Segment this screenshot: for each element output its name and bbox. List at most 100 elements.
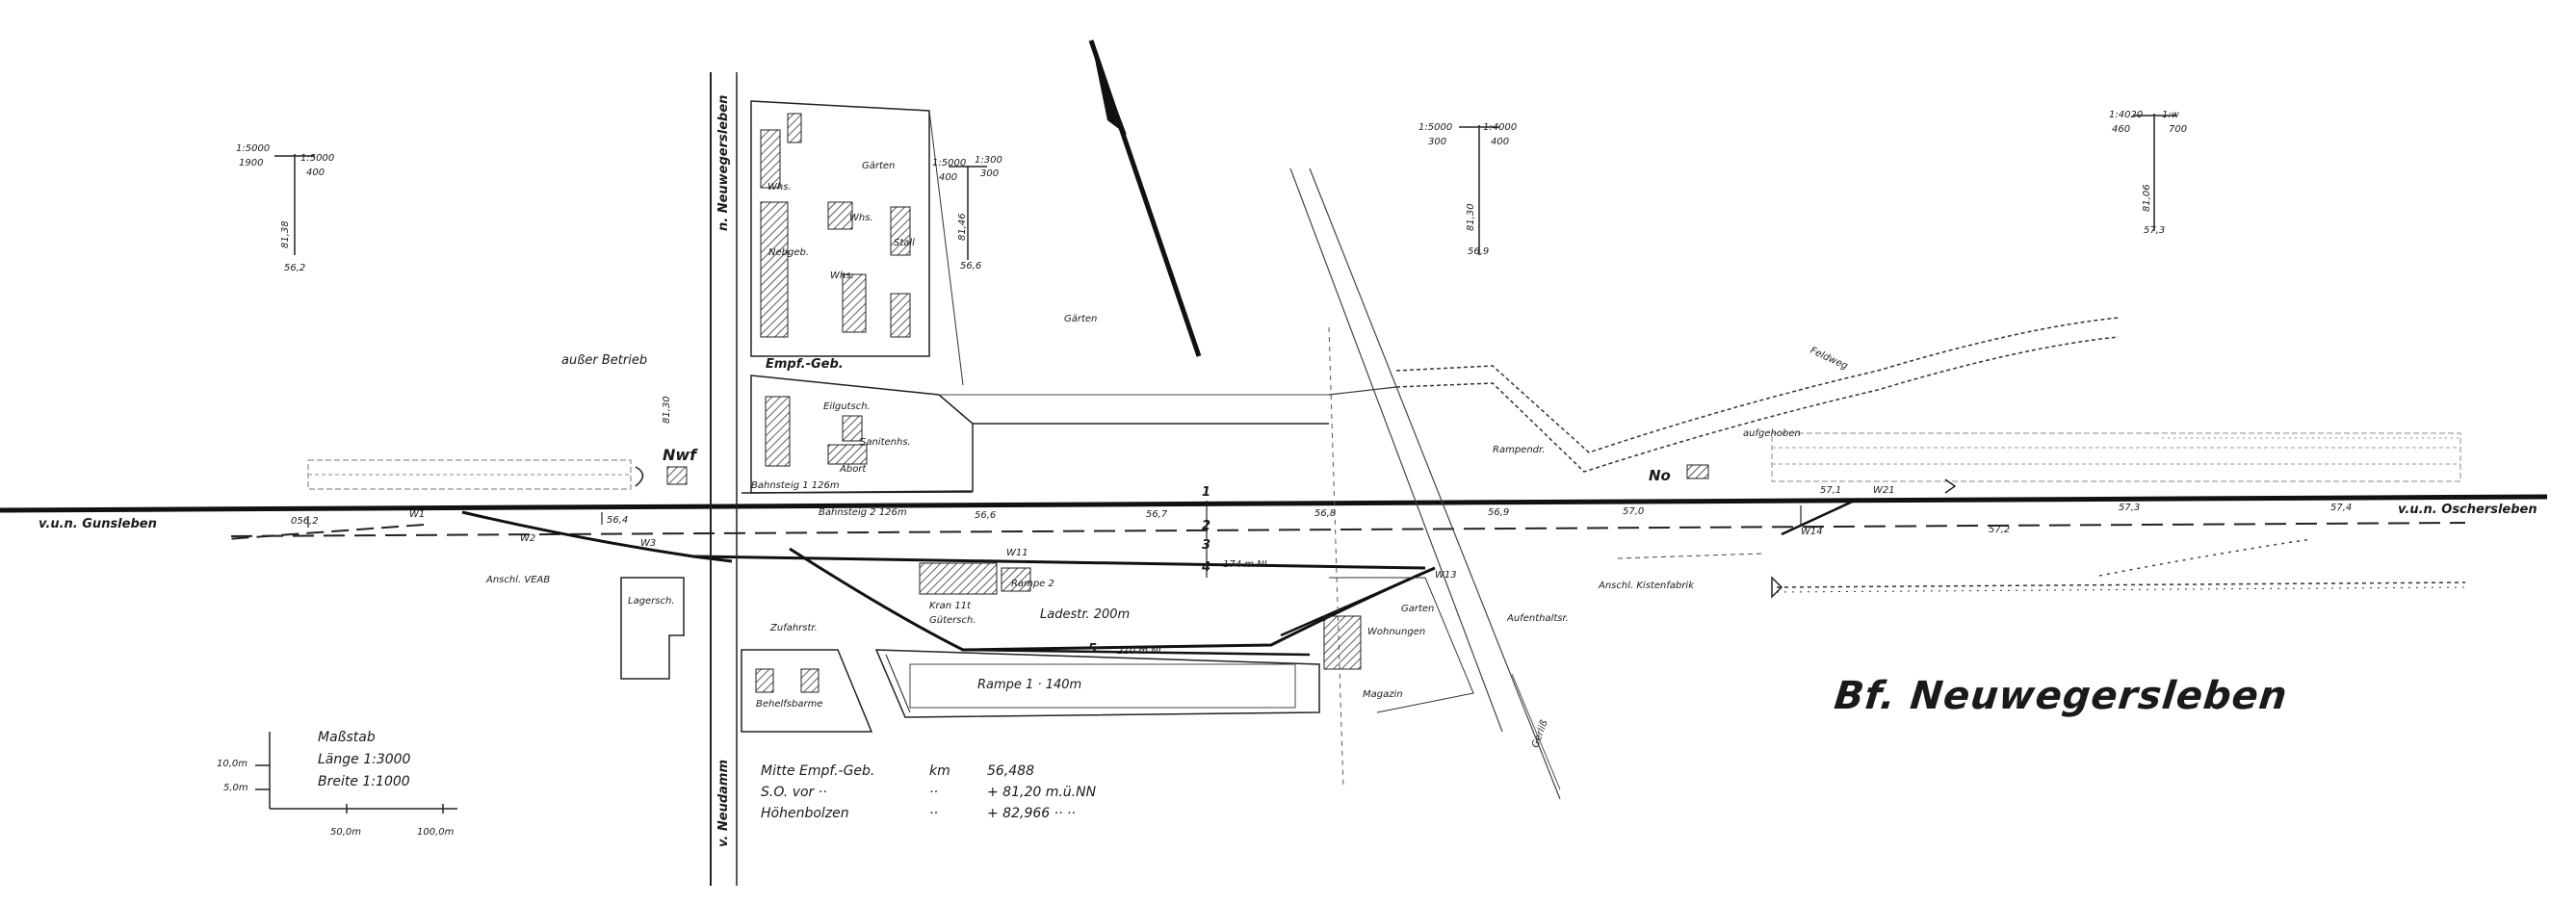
eilgutsch xyxy=(765,396,791,467)
switch-label: W21 xyxy=(1873,485,1895,496)
aufenthalt-label: Aufenthaltsr. xyxy=(1507,613,1569,624)
behelfsbarme-label: Behelfsbarme xyxy=(756,699,823,710)
gutersch-label: Gütersch. xyxy=(929,615,976,626)
behelfsbarme-area xyxy=(741,649,873,733)
bahnsteig1-label: Bahnsteig 1 126m xyxy=(751,480,840,491)
gradient-length: 300 xyxy=(1428,137,1447,147)
nwf-building xyxy=(666,466,688,485)
gradient-ratio: 1:300 xyxy=(975,155,1002,166)
zufahrstr-label: Zufahrstr. xyxy=(770,623,818,633)
no-building xyxy=(1686,464,1709,479)
switch-label: W11 xyxy=(1006,548,1028,558)
track-number: 4 xyxy=(1202,560,1211,575)
platform-track-2 xyxy=(230,522,2466,537)
km-mark: 56,4 xyxy=(607,515,629,526)
siding-short xyxy=(225,524,425,540)
loading-track xyxy=(962,648,1311,657)
gradient-height: 81,38 xyxy=(280,220,291,248)
rampe-1 xyxy=(874,649,1320,718)
track-number: 3 xyxy=(1202,538,1211,553)
scale-length: Länge 1:3000 xyxy=(318,752,411,767)
track-number: 2 xyxy=(1202,519,1211,533)
km-mark: 56,6 xyxy=(975,510,997,521)
feldweg-road xyxy=(1395,317,2120,453)
gradient-length: 400 xyxy=(1491,137,1510,147)
gradient-marker-1 xyxy=(274,154,315,255)
nutzlaenge2-label: 210 m NL xyxy=(1117,646,1164,657)
scale-bar xyxy=(255,732,457,814)
km-mark: 056,2 xyxy=(291,516,319,527)
km-mark: 57,4 xyxy=(2330,503,2353,513)
whs-label-3: Whs. xyxy=(849,213,873,223)
gradient-marker-2 xyxy=(949,166,987,260)
gradient-height: 81,46 xyxy=(957,213,968,241)
km-mark: 56,8 xyxy=(1314,508,1337,519)
kistenfabrik-siding-rails xyxy=(1776,586,2466,593)
wohnung-label: Wohnungen xyxy=(1367,627,1426,637)
rampe1-label: Rampe 1 · 140m xyxy=(977,678,1082,692)
rampe2-label: Rampe 2 xyxy=(1011,579,1054,589)
gutersch-building xyxy=(919,562,998,595)
gradient-km: 56,9 xyxy=(1468,246,1490,257)
gradient-ratio: 1:4000 xyxy=(1483,122,1518,133)
stall-label: Stall xyxy=(894,238,915,248)
gradient-ratio: 1:4020 xyxy=(2109,110,2144,120)
garten-right-label: Garten xyxy=(1401,604,1435,614)
magazin-label: Magazin xyxy=(1363,689,1403,700)
gradient-length: 460 xyxy=(2112,124,2131,135)
switch-label: W13 xyxy=(1435,570,1457,581)
note-row: Höhenbolzen··+ 82,966 ·· ·· xyxy=(761,806,1076,821)
ladestr-label: Ladestr. 200m xyxy=(1040,607,1131,622)
note-row: S.O. vor ····+ 81,20 m.ü.NN xyxy=(761,785,1097,800)
gradient-ratio: 1:5000 xyxy=(1418,122,1453,133)
gradient-marker-4 xyxy=(2133,114,2176,231)
diagonal-road-1 xyxy=(1289,168,1503,733)
track-number: 1 xyxy=(1202,485,1211,500)
gradient-marker-3 xyxy=(1459,125,1499,255)
station-title: Bf. Neuwegersleben xyxy=(1832,674,2290,718)
whs-label-2: Whs. xyxy=(830,271,854,281)
nutzlaenge1-label: 174 m NL xyxy=(1223,559,1270,570)
gradient-length: 400 xyxy=(306,168,325,178)
km-mark: 57,1 xyxy=(1820,485,1842,496)
eilgutsch-label: Eilgutsch. xyxy=(823,401,871,412)
switch-label: W14 xyxy=(1801,527,1823,537)
gradient-km: 57,3 xyxy=(2144,225,2166,236)
switch-label: W3 xyxy=(640,538,657,549)
right-crossover xyxy=(1781,497,1860,536)
nebengeb-label: Nebgeb. xyxy=(768,247,810,258)
reception-area xyxy=(750,375,974,494)
km-mark: 57,3 xyxy=(2119,503,2141,513)
sanitaer-label: Sanitenhs. xyxy=(860,437,911,448)
switch-label: W1 xyxy=(409,509,426,520)
gradient-ratio: 1:5000 xyxy=(300,153,335,164)
scale-heading: Maßstab xyxy=(318,730,376,745)
disused-siding-right xyxy=(1771,432,2461,482)
no-label: No xyxy=(1649,467,1671,484)
nwf-label: Nwf xyxy=(663,446,697,464)
veab-siding-label: Anschl. VEAB xyxy=(486,575,551,585)
track-number: 5 xyxy=(1088,642,1098,657)
track-4 xyxy=(692,555,1426,570)
kistenfabrik-siding xyxy=(1776,581,2466,588)
gradient-length: 1900 xyxy=(239,158,264,168)
whs-label-1: Whs. xyxy=(768,182,792,193)
kistenfabrik-buffer xyxy=(1771,576,1783,599)
gradient-height: 81,30 xyxy=(1466,203,1476,231)
diagonal-road-2 xyxy=(1309,168,1561,800)
scale-h50: 50,0m xyxy=(330,827,362,838)
lagersch-building xyxy=(620,577,685,680)
km-mark: 57,2 xyxy=(1989,525,2011,535)
lagersch-label: Lagersch. xyxy=(628,596,675,607)
gradient-length: 700 xyxy=(2169,124,2188,135)
village-block xyxy=(750,100,930,357)
reception-label: Empf.-Geb. xyxy=(766,357,844,372)
switch-label: W2 xyxy=(520,533,536,544)
gradient-km: 56,2 xyxy=(284,263,306,273)
gradient-ratio: 1:5000 xyxy=(236,143,271,154)
out-of-service-label: außer Betrieb xyxy=(561,353,648,368)
